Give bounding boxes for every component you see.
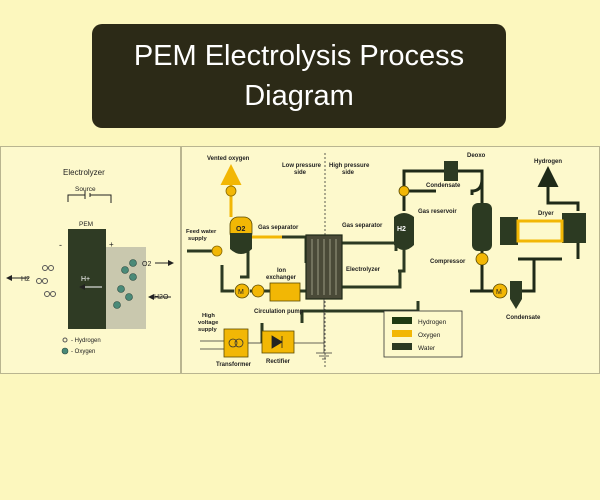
supply-wires — [200, 340, 224, 350]
condensate-label-1: Condensate — [426, 183, 461, 189]
anode-region — [106, 247, 146, 329]
ion-exchanger — [269, 282, 301, 302]
condensate-trap — [510, 281, 522, 309]
plus-sign: + — [109, 240, 114, 249]
oxygen-vent-valve — [225, 185, 237, 197]
separator-return-line — [398, 247, 406, 273]
high-voltage-label-2: voltage — [198, 320, 219, 326]
process-schematic-panel: Electrolyzer Vented oxygen O2 Gas separa… — [181, 146, 600, 374]
legend-oxygen-swatch — [392, 330, 412, 337]
cathode-block — [68, 229, 106, 329]
deoxo-label: Deoxo — [467, 153, 486, 159]
feed-water-label-2: supply — [188, 236, 207, 242]
hydrogen-bubbles — [36, 265, 56, 297]
dryer-vessel-2 — [562, 213, 586, 243]
oxygen-legend-label: - Oxygen — [71, 349, 95, 355]
gas-reservoir — [472, 203, 492, 251]
high-pressure-label-1: High pressure — [329, 163, 370, 169]
h-plus-label: H+ — [81, 276, 90, 283]
electrolyzer-cell-diagram: Electrolyzer Source PEM - + H+ H2 O2 H2O… — [6, 168, 174, 355]
deoxo-outlet — [470, 171, 484, 195]
hydrogen-product-label: Hydrogen — [534, 159, 562, 165]
h2-separator-label: H2 — [397, 226, 406, 233]
pem-label: PEM — [79, 221, 93, 228]
oxygen-bubbles — [113, 259, 137, 309]
hydrogen-cooler-valve — [398, 185, 410, 197]
compressor — [475, 252, 489, 266]
high-voltage-label-1: High — [202, 313, 215, 319]
low-pressure-label-2: side — [294, 170, 307, 176]
vented-oxygen-label: Vented oxygen — [207, 156, 250, 162]
high-voltage-label-3: supply — [198, 327, 217, 333]
ion-exchanger-label-2: exchanger — [266, 275, 297, 281]
ion-exchanger-label-1: Ion — [277, 268, 286, 274]
electrolyzer-cell-panel: Electrolyzer Source PEM - + H+ H2 O2 H2O… — [0, 146, 181, 374]
oxygen-separator-bottom — [230, 233, 252, 254]
deoxo-unit — [444, 161, 458, 181]
oxygen-legend-symbol — [61, 347, 69, 355]
rectifier-label: Rectifier — [266, 359, 291, 365]
dryer-regeneration-loop — [516, 219, 564, 243]
legend-oxygen-label: Oxygen — [418, 332, 441, 339]
legend-hydrogen-label: Hydrogen — [418, 319, 447, 326]
electrolyzer-plates — [311, 239, 337, 295]
transformer-coil-2 — [234, 338, 244, 348]
legend-water-swatch — [392, 343, 412, 350]
high-pressure-label-2: side — [342, 170, 355, 176]
h2-label: H2 — [21, 276, 30, 283]
process-schematic-diagram: Electrolyzer Vented oxygen O2 Gas separa… — [186, 153, 586, 369]
electrolyzer-label: Electrolyzer — [63, 168, 105, 177]
motor-label-1: M — [238, 289, 244, 296]
circulation-pump — [251, 284, 265, 298]
transformer — [223, 328, 249, 358]
hydrogen-separator — [394, 213, 414, 250]
feed-water-valve — [211, 245, 223, 257]
low-pressure-label-1: Low pressure — [282, 163, 322, 169]
source-wire — [67, 191, 112, 203]
transformer-label: Transformer — [216, 362, 252, 368]
title-line-1: PEM Electrolysis Process — [133, 40, 465, 72]
ground-symbol — [316, 299, 332, 360]
hydrogen-legend-symbol — [62, 337, 68, 343]
title-banner: PEM Electrolysis Process Diagram — [92, 24, 506, 128]
o2-separator-label: O2 — [236, 226, 245, 233]
gas-separator-label-2: Gas separator — [342, 223, 383, 229]
compressor-label: Compressor — [430, 259, 466, 265]
compressor-outlet — [480, 265, 494, 293]
title-line-2: Diagram — [244, 80, 354, 112]
feed-water-label-1: Feed water — [186, 229, 217, 235]
legend-hydrogen-swatch — [392, 317, 412, 324]
transformer-coil-1 — [228, 338, 238, 348]
minus-sign: - — [59, 240, 62, 250]
condensate-motor — [492, 283, 508, 299]
hydrogen-legend-label: - Hydrogen — [71, 338, 101, 344]
source-label: Source — [75, 186, 96, 193]
circulation-pump-label: Circulation pump — [254, 309, 304, 315]
dryer-label: Dryer — [538, 211, 554, 217]
electrolyzer-label: Electrolyzer — [346, 267, 381, 273]
diode-icon — [271, 335, 283, 349]
gas-reservoir-label: Gas reservoir — [418, 209, 457, 215]
circulation-motor — [234, 283, 250, 299]
o2-label: O2 — [142, 261, 151, 268]
condensate-label-2: Condensate — [506, 315, 541, 321]
gas-separator-label-1: Gas separator — [258, 225, 299, 231]
h2o-label: H2O — [154, 294, 169, 301]
dryer-vessel-1 — [500, 217, 518, 245]
legend-water-label: Water — [418, 345, 436, 352]
motor-label-2: M — [496, 289, 502, 296]
